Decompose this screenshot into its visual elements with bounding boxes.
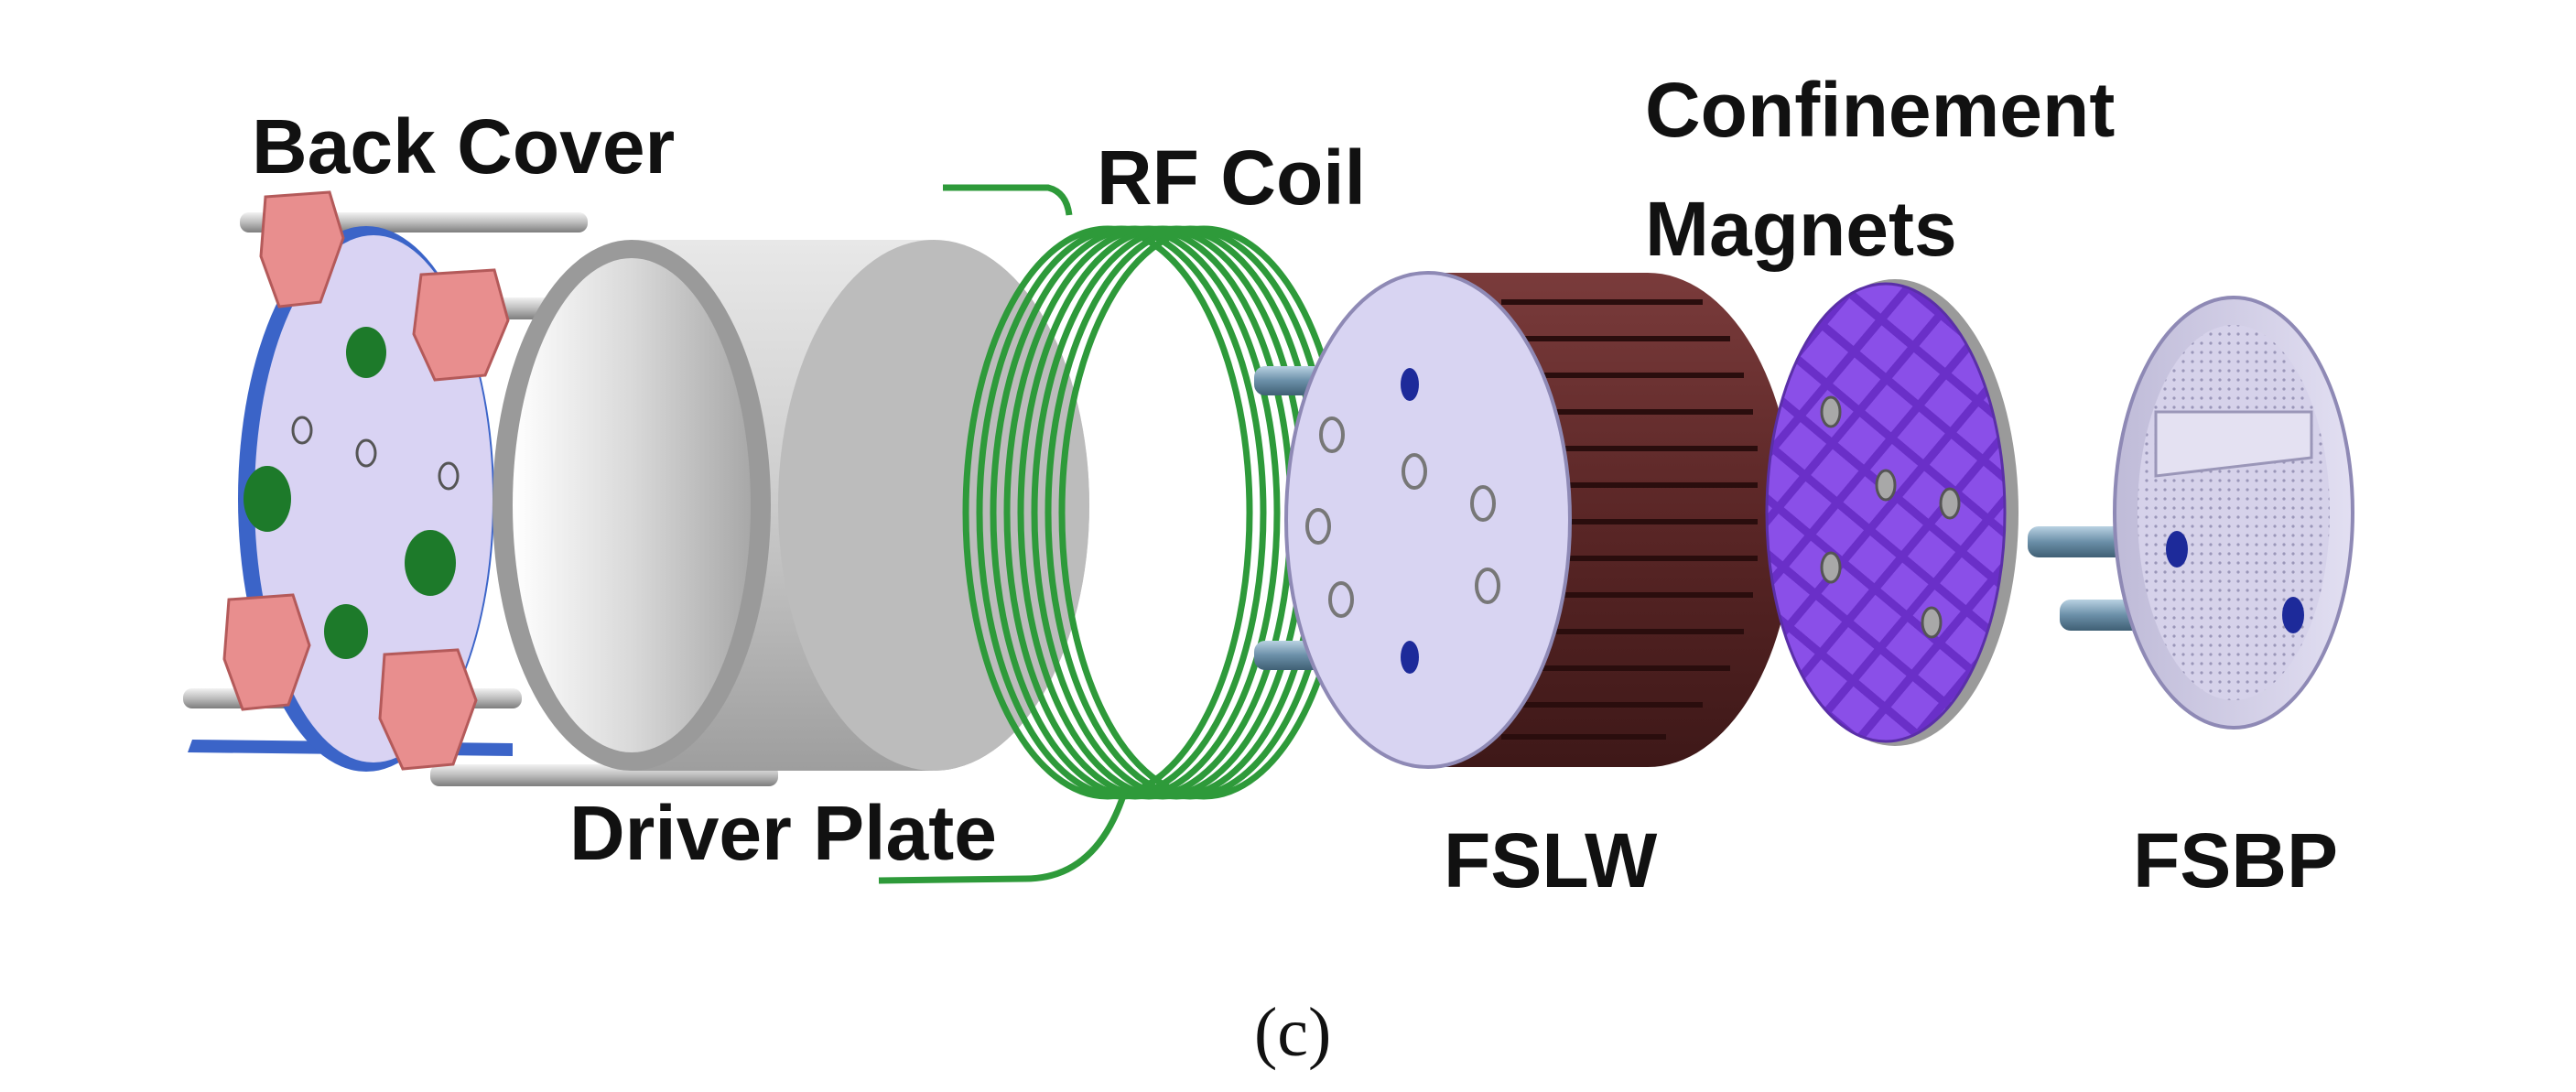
bolt-hole	[291, 416, 313, 445]
fsbp-part	[2028, 296, 2354, 730]
fslw-part	[1254, 271, 1794, 769]
clamp	[259, 190, 345, 308]
clamp	[378, 648, 478, 771]
green-port	[405, 530, 456, 596]
clamp	[412, 268, 510, 382]
magnet-disc	[1765, 282, 2007, 743]
rod-end	[2166, 531, 2188, 568]
rod-end	[1401, 641, 1419, 674]
label-confinement-line2: Magnets	[1645, 186, 1957, 272]
rod-end	[1401, 368, 1419, 401]
bolt-hole	[355, 438, 377, 468]
magnet-holes	[1820, 395, 1961, 639]
fslw-holes	[1305, 416, 1500, 618]
green-port	[346, 327, 386, 378]
back-cover-part	[183, 190, 792, 786]
label-back-cover: Back Cover	[252, 103, 676, 189]
confinement-magnets-part	[1765, 279, 2019, 746]
bolt-hole	[438, 461, 460, 491]
label-fsbp: FSBP	[2133, 817, 2339, 903]
label-fslw: FSLW	[1444, 817, 1658, 903]
green-port	[244, 466, 291, 532]
fsbp-mesh	[2138, 325, 2330, 700]
figure-caption: (c)	[1254, 994, 1332, 1071]
clamp	[222, 593, 311, 711]
driver-inner	[513, 258, 751, 752]
rf-coil-lead	[878, 785, 1130, 884]
green-port	[324, 604, 368, 659]
label-rf-coil: RF Coil	[1097, 135, 1366, 221]
rf-coil-lead	[943, 184, 1073, 216]
label-confinement-line1: Confinement	[1645, 67, 2116, 153]
fslw-face	[1284, 271, 1572, 769]
rod-end	[2282, 597, 2304, 633]
fsbp-slot	[2154, 410, 2313, 478]
label-driver-plate: Driver Plate	[569, 790, 997, 876]
